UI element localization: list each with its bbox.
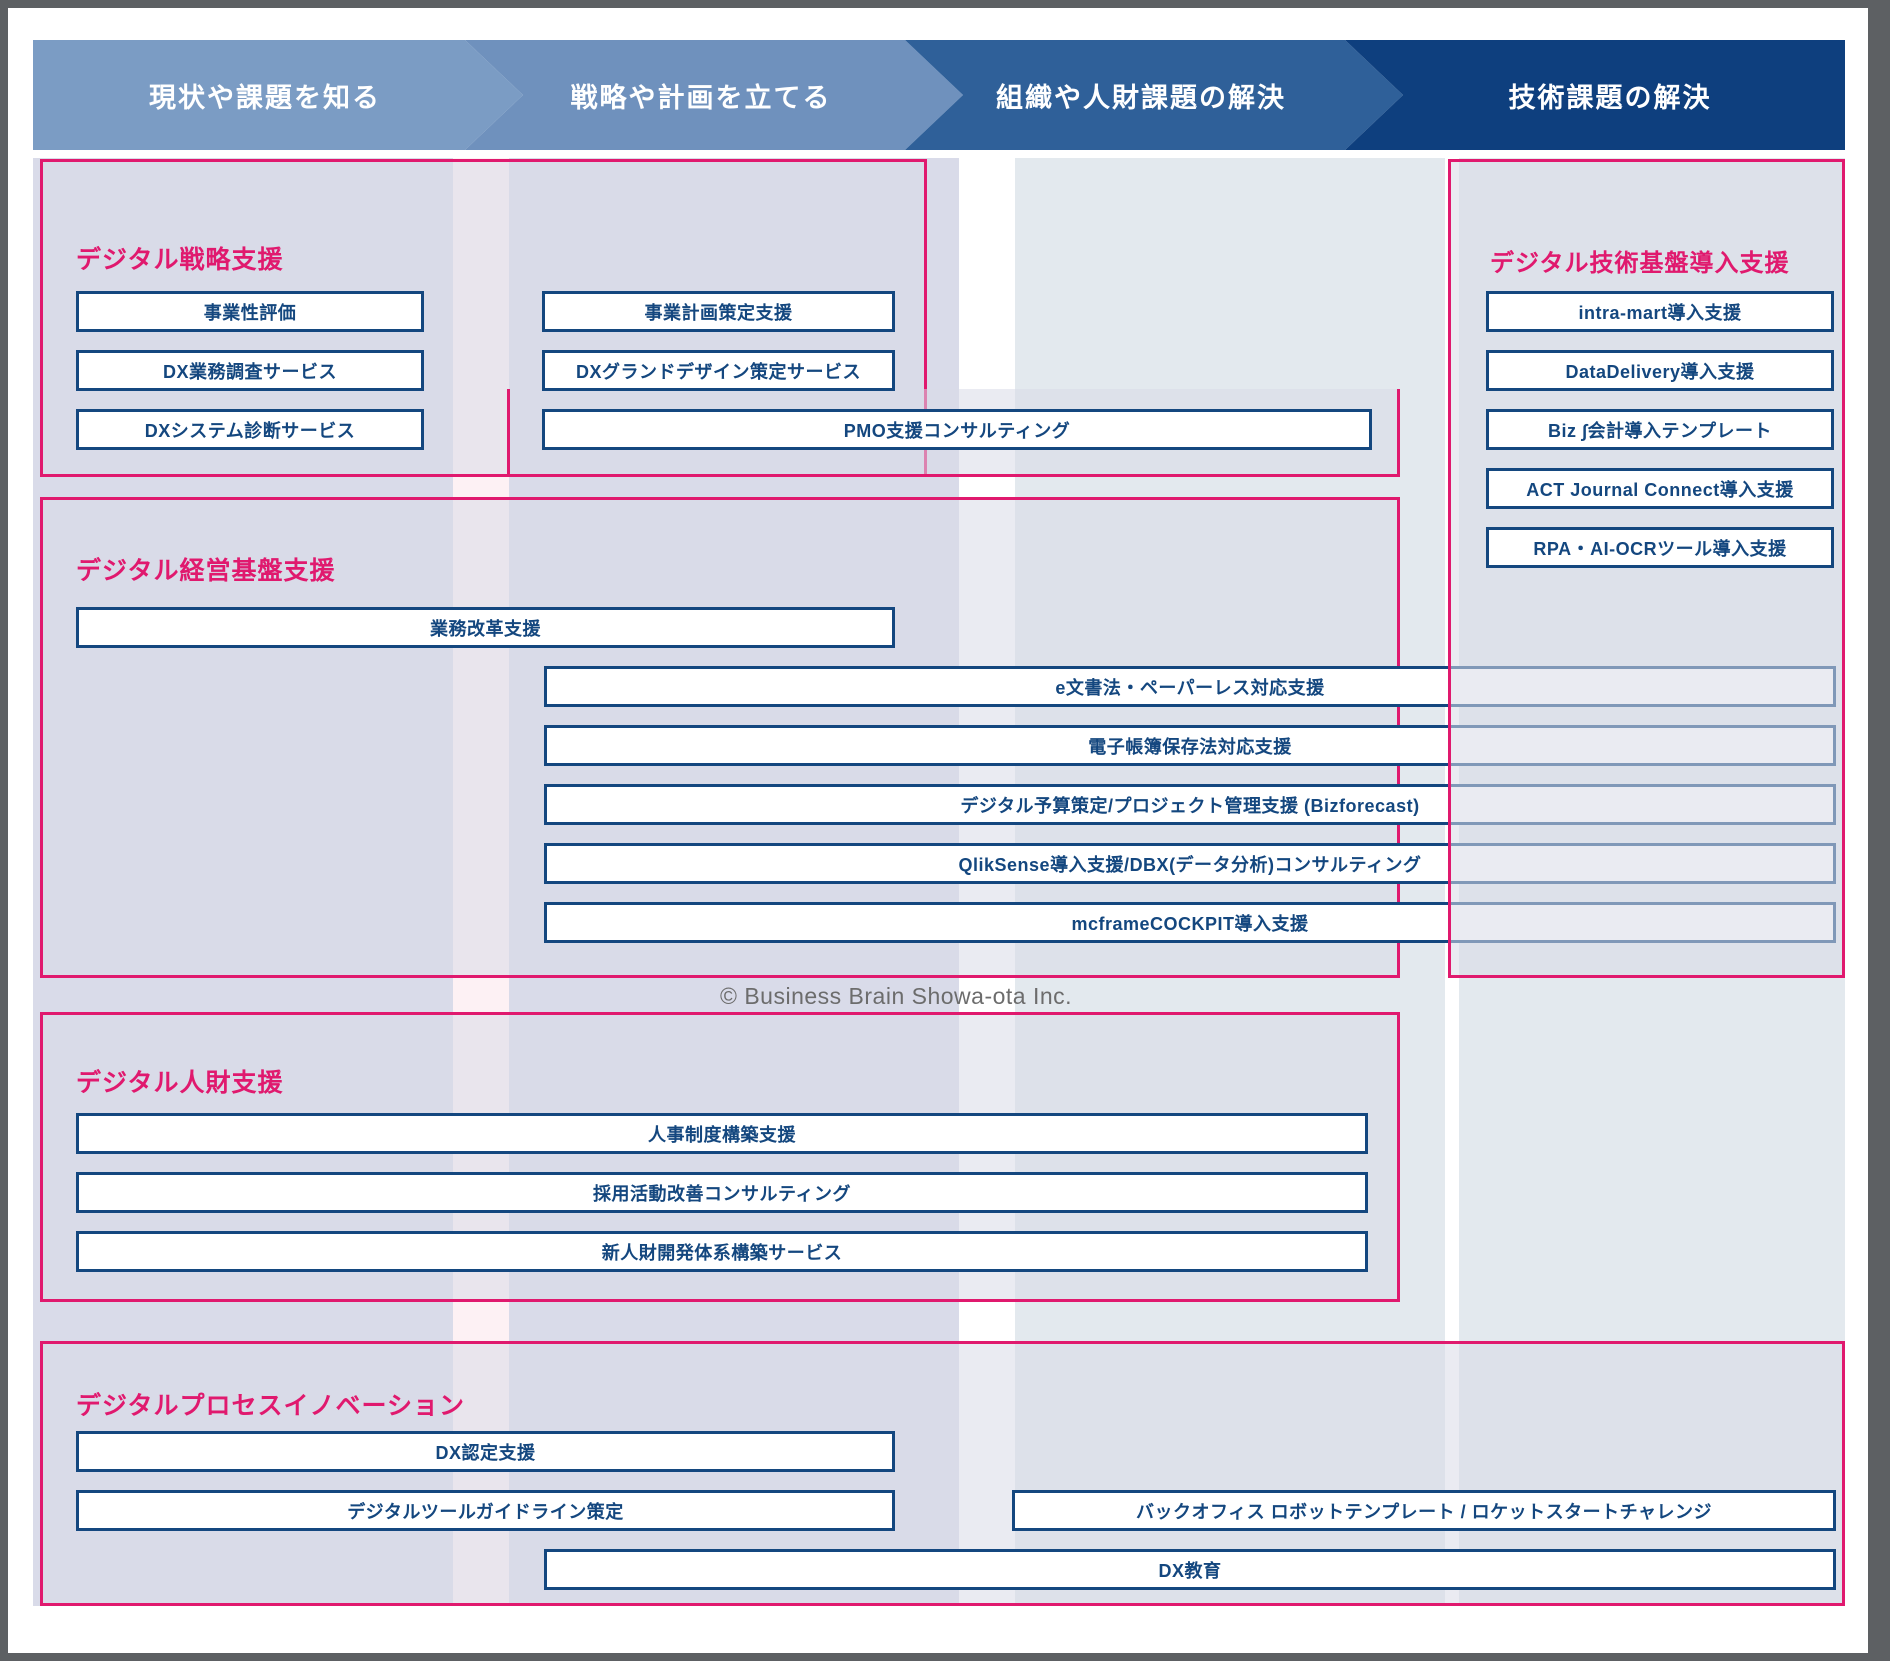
service-box-dx-certification[interactable]: DX認定支援 bbox=[76, 1431, 895, 1472]
service-box-recruiting-improvement[interactable]: 採用活動改善コンサルティング bbox=[76, 1172, 1368, 1213]
service-box-digital-tool-guideline[interactable]: デジタルツールガイドライン策定 bbox=[76, 1490, 895, 1531]
service-box-dx-grand-design[interactable]: DXグランドデザイン策定サービス bbox=[542, 350, 895, 391]
panel-title-digital-management-base: デジタル経営基盤支援 bbox=[76, 557, 336, 585]
service-box-act-journal-connect[interactable]: ACT Journal Connect導入支援 bbox=[1486, 468, 1834, 509]
step-chevron-know-issues[interactable]: 現状や課題を知る bbox=[33, 40, 523, 150]
step-chevron-org-talent[interactable]: 組織や人財課題の解決 bbox=[905, 40, 1403, 150]
panel-title-digital-strategy: デジタル戦略支援 bbox=[76, 246, 284, 274]
service-box-business-feasibility[interactable]: 事業性評価 bbox=[76, 291, 424, 332]
step-label-technology: 技術課題の解決 bbox=[1508, 82, 1712, 113]
service-box-biz-accounting-template[interactable]: Biz ∫会計導入テンプレート bbox=[1486, 409, 1834, 450]
service-box-datadelivery[interactable]: DataDelivery導入支援 bbox=[1486, 350, 1834, 391]
diagram-page: 現状や課題を知る 戦略や計画を立てる 組織や人財課題の解決 技術課題の解決 デジ… bbox=[8, 8, 1868, 1653]
step-label-know-issues: 現状や課題を知る bbox=[149, 82, 381, 113]
step-chevron-strategy-plan[interactable]: 戦略や計画を立てる bbox=[465, 40, 963, 150]
service-box-new-talent-development[interactable]: 新人財開発体系構築サービス bbox=[76, 1231, 1368, 1272]
service-box-hr-system-build[interactable]: 人事制度構築支援 bbox=[76, 1113, 1368, 1154]
step-label-org-talent: 組織や人財課題の解決 bbox=[996, 82, 1286, 113]
service-box-dx-system-diagnosis[interactable]: DXシステム診断サービス bbox=[76, 409, 424, 450]
step-label-strategy-plan: 戦略や計画を立てる bbox=[570, 82, 832, 113]
service-box-dx-operations-survey[interactable]: DX業務調査サービス bbox=[76, 350, 424, 391]
panel-title-digital-tech-base: デジタル技術基盤導入支援 bbox=[1490, 250, 1790, 277]
panel-title-digital-process-innovation: デジタルプロセスイノベーション bbox=[76, 1392, 466, 1420]
service-box-operations-reform[interactable]: 業務改革支援 bbox=[76, 607, 895, 648]
service-box-intra-mart[interactable]: intra-mart導入支援 bbox=[1486, 291, 1834, 332]
service-box-backoffice-robot-template[interactable]: バックオフィス ロボットテンプレート / ロケットスタートチャレンジ bbox=[1012, 1490, 1836, 1531]
service-box-rpa-ai-ocr[interactable]: RPA・AI-OCRツール導入支援 bbox=[1486, 527, 1834, 568]
panel-title-digital-talent: デジタル人財支援 bbox=[76, 1069, 284, 1097]
service-box-business-plan-support[interactable]: 事業計画策定支援 bbox=[542, 291, 895, 332]
panel-digital-tech-base bbox=[1448, 159, 1845, 978]
process-step-header: 現状や課題を知る 戦略や計画を立てる 組織や人財課題の解決 技術課題の解決 bbox=[33, 40, 1845, 150]
service-box-pmo-consulting[interactable]: PMO支援コンサルティング bbox=[542, 409, 1372, 450]
step-chevron-technology[interactable]: 技術課題の解決 bbox=[1345, 40, 1845, 150]
copyright-notice: © Business Brain Showa-ota Inc. bbox=[720, 983, 1073, 1009]
service-box-dx-education[interactable]: DX教育 bbox=[544, 1549, 1836, 1590]
